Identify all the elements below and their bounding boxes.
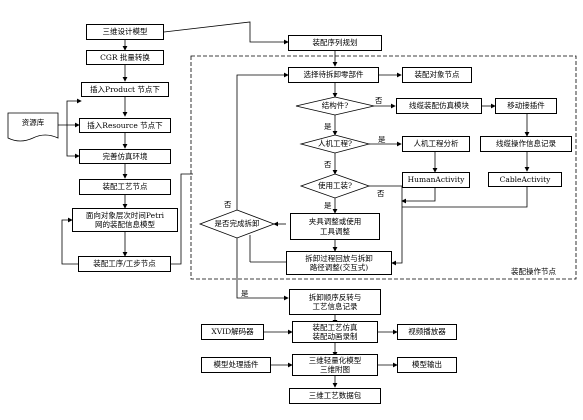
resource-library-document-shape xyxy=(7,112,59,142)
node-cgr-convert: CGR 批量转换 xyxy=(86,50,164,65)
node-fixture-adjust: 夹具调整或使用 工具调整 xyxy=(290,213,380,240)
node-move-plugin: 移动接插件 xyxy=(495,98,557,114)
edge-label-ergonomic-no: 否 xyxy=(324,160,332,169)
node-lightweight-model: 三维轻量化模型 三维附图 xyxy=(292,354,378,376)
node-select-part: 选择待拆卸零部件 xyxy=(288,67,379,83)
decision-structural-diamond xyxy=(295,96,375,116)
edge-label-structural-no: 否 xyxy=(375,96,383,105)
node-human-activity: HumanActivity xyxy=(402,172,470,188)
node-cable-record: 线缆操作信息记录 xyxy=(480,136,572,152)
node-reverse-record: 拆卸顺序反转与 工艺信息记录 xyxy=(289,289,381,315)
node-insert-product: 插入Product 节点下 xyxy=(81,82,169,97)
node-petri-model: 面向对象层次时间Petri 网的装配信息模型 xyxy=(72,208,178,232)
operation-region-border xyxy=(190,55,577,280)
edge-label-done-yes: 是 xyxy=(241,289,249,298)
node-disassembly-adjust: 拆卸过程回放与拆卸 路径调整(交互式) xyxy=(286,251,392,275)
decision-ergonomic-diamond xyxy=(299,134,371,154)
node-model-plugin: 模型处理插件 xyxy=(201,357,271,373)
node-data-package: 三维工艺数据包 xyxy=(289,388,381,404)
node-ergonomic-analysis: 人机工程分析 xyxy=(402,136,470,152)
operation-region-label: 装配操作节点 xyxy=(511,267,556,276)
node-video-player: 视频播放器 xyxy=(397,324,457,340)
node-model-output: 模型输出 xyxy=(397,357,457,373)
edge-label-structural-yes: 是 xyxy=(324,122,332,131)
node-cable-activity: CableActivity xyxy=(488,172,562,187)
node-sim-record: 装配工艺仿真 装配动画录制 xyxy=(292,321,378,343)
decision-use-tool-diamond xyxy=(299,173,371,199)
node-cable-module: 线缆装配仿真模块 xyxy=(396,98,482,114)
node-assembly-step: 装配工序/工步节点 xyxy=(78,256,171,272)
edge-label-use-tool-yes: 是 xyxy=(324,201,332,210)
node-insert-resource: 插入Resource 节点下 xyxy=(79,118,171,133)
edge-label-ergonomic-yes: 是 xyxy=(378,135,386,144)
node-assembly-object: 装配对象节点 xyxy=(402,67,472,83)
node-assembly-process: 装配工艺节点 xyxy=(79,179,171,195)
edge-label-done-no: 否 xyxy=(224,200,232,209)
node-sequence-plan: 装配序列规划 xyxy=(288,35,382,51)
node-improve-env: 完善仿真环境 xyxy=(79,149,171,164)
edge-label-use-tool-no: 否 xyxy=(377,189,385,198)
node-xvid-decoder: XVID解码器 xyxy=(201,324,264,340)
decision-done-diamond xyxy=(198,209,276,239)
node-model-3d: 三维设计模型 xyxy=(86,24,164,40)
